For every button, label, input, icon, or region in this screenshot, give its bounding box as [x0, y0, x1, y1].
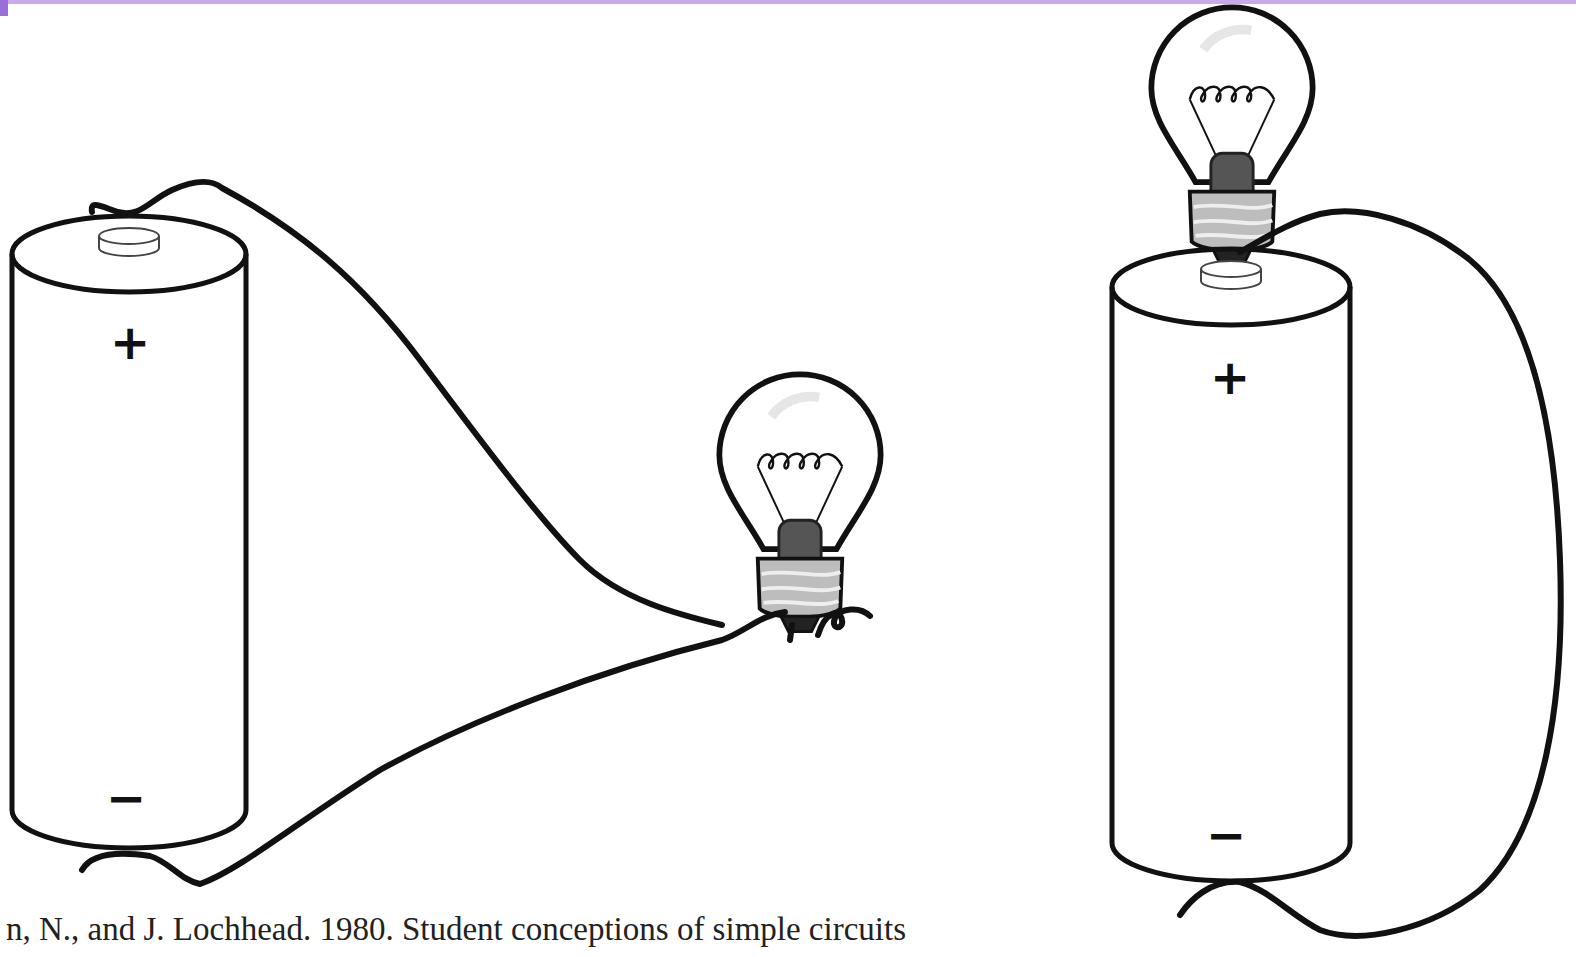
- positive-sign: +: [100, 316, 160, 368]
- wire: [1180, 211, 1561, 935]
- battery: +−: [1108, 245, 1354, 885]
- negative-sign: −: [1196, 809, 1256, 861]
- negative-sign: −: [96, 772, 156, 824]
- light-bulb: [719, 374, 880, 631]
- positive-sign: +: [1200, 351, 1260, 403]
- wire: [92, 182, 722, 625]
- battery-outline: [8, 212, 250, 852]
- top-bar: [0, 0, 1576, 4]
- battery: +−: [8, 212, 250, 852]
- wire: [790, 609, 870, 640]
- corner-mark: [0, 0, 8, 16]
- citation: n, N., and J. Lochhead. 1980. Student co…: [6, 910, 906, 948]
- battery-outline: [1108, 245, 1354, 885]
